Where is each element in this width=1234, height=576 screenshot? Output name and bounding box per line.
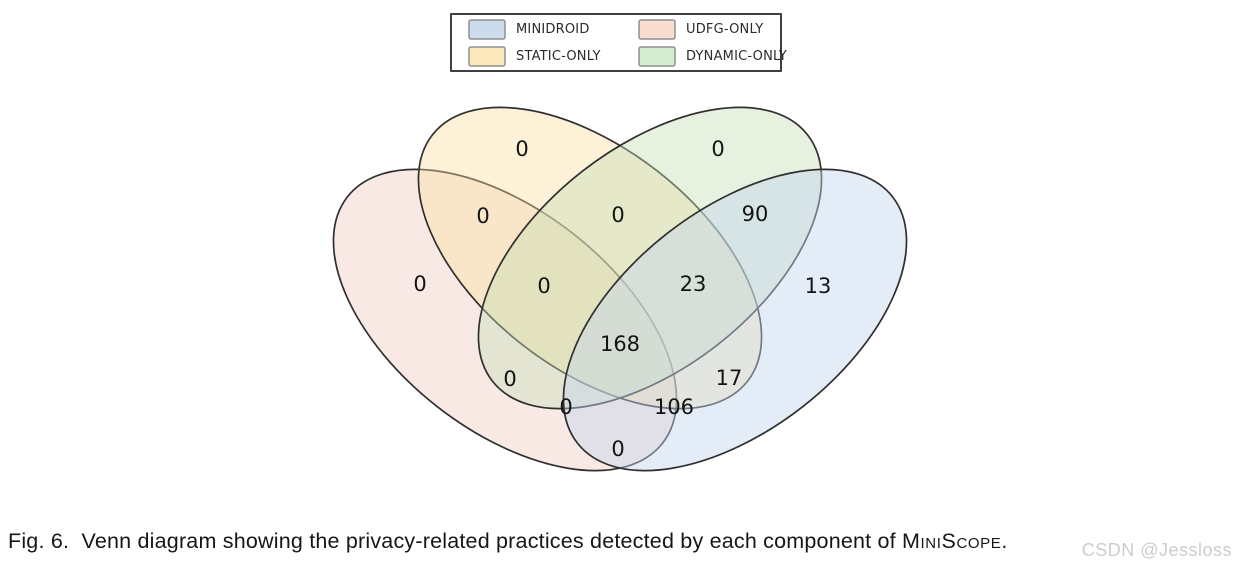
legend-item-dynamic-only: DYNAMIC-ONLY [638,45,787,68]
region-count-udfg-static-minidroid: 106 [654,395,694,419]
region-count-udfg-dynamic-minidroid: 0 [559,395,572,419]
region-count-dynamic: 0 [711,137,724,161]
region-count-static-dynamic-minidroid: 23 [680,272,707,296]
legend-item-udfg-only: UDFG-ONLY [638,18,787,41]
region-count-udfg-dynamic: 0 [503,367,516,391]
legend-label-udfg-only: UDFG-ONLY [686,21,764,37]
figure-caption-period: . [1001,529,1008,553]
region-count-static: 0 [515,137,528,161]
csdn-watermark: CSDN @Jessloss [1081,540,1232,560]
venn-ellipse-static-only [417,106,763,410]
venn-ellipse-udfg-only [332,168,678,472]
legend: MINIDROID UDFG-ONLY STATIC-ONLY DYNAMIC-… [450,13,787,72]
figure-caption-brand: MiniScope [902,529,1002,553]
legend-item-minidroid: MINIDROID [468,18,638,41]
region-count-all-four: 168 [600,332,640,356]
region-count-static-minidroid: 17 [716,366,743,390]
venn-ellipse-dynamic-only [477,106,823,410]
region-count-udfg-static-dynamic: 0 [537,274,550,298]
figure-caption-text: Fig. 6. Venn diagram showing the privacy… [8,529,903,553]
minidroid-swatch-icon [468,18,506,40]
region-count-static-dynamic: 0 [611,203,624,227]
region-count-udfg-minidroid: 0 [611,437,624,461]
figure-caption: Fig. 6. Venn diagram showing the privacy… [8,526,1228,556]
region-count-dynamic-minidroid: 90 [742,202,769,226]
legend-label-dynamic-only: DYNAMIC-ONLY [686,48,787,64]
dynamic-only-swatch-icon [638,45,676,67]
legend-label-static-only: STATIC-ONLY [516,48,601,64]
legend-label-minidroid: MINIDROID [516,21,590,37]
legend-item-static-only: STATIC-ONLY [468,45,638,68]
region-count-udfg-static: 0 [476,204,489,228]
region-count-udfg: 0 [413,272,426,296]
udfg-only-swatch-icon [638,18,676,40]
venn-ellipse-minidroid [562,168,908,472]
static-only-swatch-icon [468,45,506,67]
region-count-minidroid: 13 [805,274,832,298]
